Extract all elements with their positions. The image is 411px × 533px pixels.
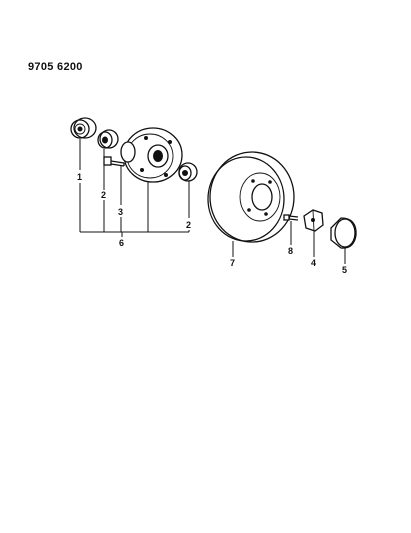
callout-8: 8	[288, 246, 293, 256]
callout-2-inner: 2	[101, 190, 106, 200]
callout-5: 5	[342, 265, 347, 275]
grease-seal-part-1	[70, 117, 97, 139]
hub-bolt-part-3	[103, 156, 125, 167]
callout-4: 4	[311, 258, 316, 268]
callout-1: 1	[77, 172, 82, 182]
callout-2-outer: 2	[186, 220, 191, 230]
bearing-part-2-inner	[97, 129, 119, 149]
callout-7: 7	[230, 258, 235, 268]
callout-6: 6	[119, 238, 124, 248]
hub-nut-part-4	[303, 209, 324, 232]
brake-disc-part-7	[207, 151, 295, 243]
bolt-part-8	[283, 214, 299, 221]
leader-lines	[79, 139, 346, 264]
dust-cap-part-5	[330, 217, 357, 249]
front-hub	[120, 127, 183, 183]
bearing-part-2-outer	[178, 162, 198, 182]
callout-3: 3	[118, 207, 123, 217]
document-code: 9705 6200	[28, 61, 83, 73]
